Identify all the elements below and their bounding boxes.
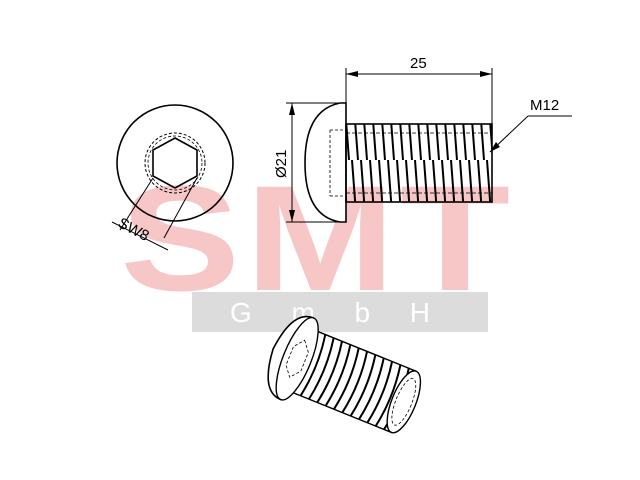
socket-hidden-circle: [144, 132, 206, 194]
sw-extension-line-1: [119, 177, 154, 231]
head-profile: [304, 102, 347, 223]
thread-label: M12: [530, 97, 559, 114]
head-outline-circle: [116, 104, 234, 222]
length-arrow-right: [480, 71, 492, 77]
length-label: 25: [410, 55, 427, 72]
iso-shank-end-inner: [391, 378, 417, 426]
watermark-band: [192, 292, 488, 332]
dia-arrow-bottom: [289, 210, 295, 222]
side-view: [286, 68, 572, 223]
hex-socket: [152, 137, 198, 189]
head-diameter-label: Ø21: [273, 150, 290, 178]
top-view: [111, 104, 234, 251]
threaded-shank: [345, 123, 493, 203]
iso-head-face: [275, 316, 319, 401]
dia-arrow-top: [289, 103, 295, 115]
iso-hex-socket: [285, 339, 309, 378]
thread-leader-arrow: [490, 142, 500, 152]
socket-hidden-circle-inner: [147, 135, 203, 191]
length-arrow-left: [346, 71, 358, 77]
sw-extension-line-2: [163, 177, 198, 239]
sw-dimension-line: [111, 221, 169, 251]
iso-shank-end: [386, 370, 422, 434]
isometric-view: [267, 315, 422, 434]
